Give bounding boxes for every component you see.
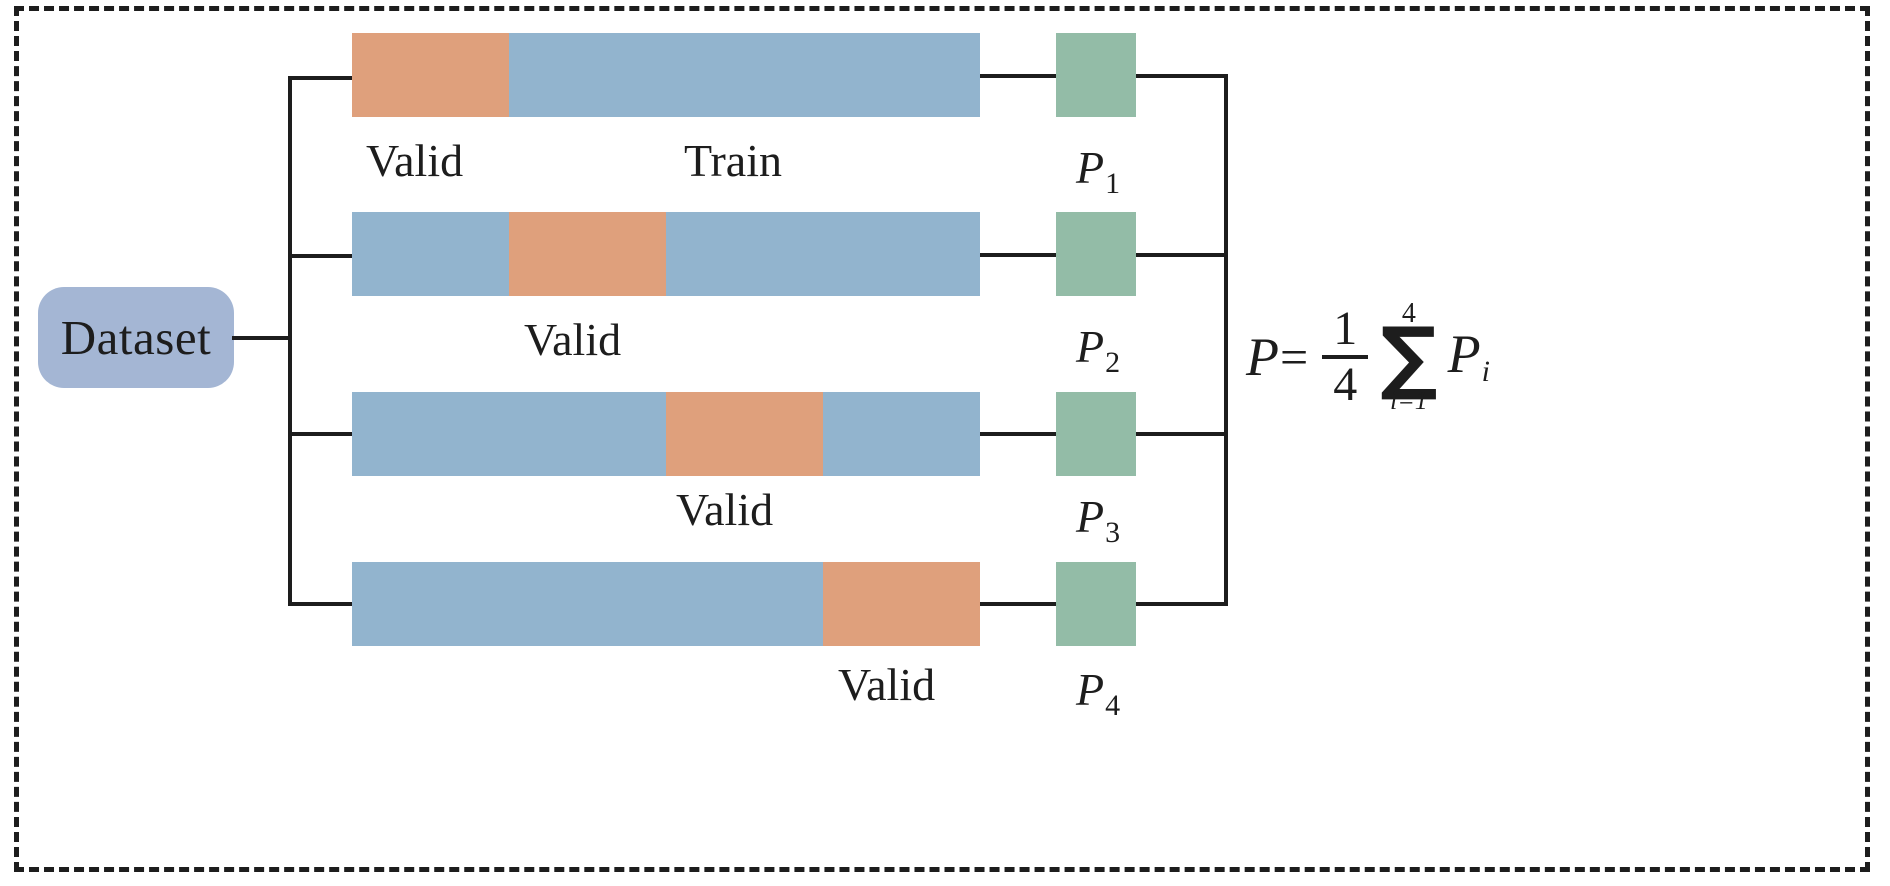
left-branch-fold-2 xyxy=(288,254,354,258)
score-label-subscript: 3 xyxy=(1105,515,1121,549)
score-label: P3 xyxy=(1076,494,1120,548)
left-branch-fold-3 xyxy=(288,432,354,436)
fold-segment-train xyxy=(352,562,823,646)
score-box[interactable] xyxy=(1056,562,1136,646)
left-branch-fold-1 xyxy=(288,76,354,80)
formula-summand-symbol: P xyxy=(1447,323,1481,384)
fold-to-score-connector-1 xyxy=(980,74,1058,78)
fold-segment-train xyxy=(509,33,980,117)
formula-lhs: P xyxy=(1246,326,1279,387)
fold-segment-train xyxy=(352,212,509,296)
dataset-node-label: Dataset xyxy=(60,310,212,365)
formula-summand-subscript: i xyxy=(1481,355,1490,389)
score-label-symbol: P xyxy=(1076,142,1105,193)
formula-summation: 4 ∑ i=1 xyxy=(1380,300,1437,414)
formula-fraction-numerator: 1 xyxy=(1333,301,1358,355)
right-bracket-spine xyxy=(1224,74,1228,606)
formula-summand: Pi xyxy=(1448,327,1490,388)
score-label-symbol: P xyxy=(1076,321,1105,372)
formula-fraction: 1 4 xyxy=(1322,301,1369,411)
score-box[interactable] xyxy=(1056,212,1136,296)
formula-equals-sign: = xyxy=(1280,328,1309,385)
aggregate-formula: P = 1 4 4 ∑ i=1 Pi xyxy=(1246,300,1490,414)
summation-upper-limit: 4 xyxy=(1401,298,1416,329)
score-label-subscript: 2 xyxy=(1105,345,1121,379)
fold-row[interactable] xyxy=(352,562,980,646)
fold-caption-valid: Valid xyxy=(524,314,622,365)
score-box[interactable] xyxy=(1056,33,1136,117)
left-branch-fold-4 xyxy=(288,602,354,606)
dataset-stub-connector xyxy=(232,336,290,340)
summation-lower-limit: i=1 xyxy=(1390,385,1428,415)
score-label-subscript: 4 xyxy=(1105,688,1121,722)
dashed-frame-border xyxy=(14,6,1870,872)
score-box[interactable] xyxy=(1056,392,1136,476)
score-merge-arm-3 xyxy=(1136,432,1228,436)
fold-caption-valid: Valid xyxy=(676,484,774,535)
score-label: P2 xyxy=(1076,324,1120,378)
score-label: P1 xyxy=(1076,145,1120,199)
fold-caption-valid: Valid xyxy=(366,135,464,186)
fold-row[interactable] xyxy=(352,392,980,476)
score-label-subscript: 1 xyxy=(1105,166,1121,200)
formula-fraction-bar xyxy=(1322,354,1369,359)
fold-to-score-connector-2 xyxy=(980,253,1058,257)
fold-to-score-connector-3 xyxy=(980,432,1058,436)
score-label-symbol: P xyxy=(1076,664,1105,715)
score-label: P4 xyxy=(1076,667,1120,721)
formula-fraction-denominator: 4 xyxy=(1333,357,1358,411)
fold-segment-train xyxy=(666,212,980,296)
fold-segment-valid xyxy=(352,33,509,117)
score-merge-arm-2 xyxy=(1136,253,1228,257)
fold-row[interactable] xyxy=(352,212,980,296)
score-label-symbol: P xyxy=(1076,491,1105,542)
fold-to-score-connector-4 xyxy=(980,602,1058,606)
score-merge-arm-4 xyxy=(1136,602,1228,606)
fold-segment-train xyxy=(823,392,980,476)
dataset-node[interactable]: Dataset xyxy=(38,287,234,388)
fold-segment-valid xyxy=(509,212,666,296)
fold-segment-valid xyxy=(823,562,980,646)
fold-segment-valid xyxy=(666,392,823,476)
fold-caption-train: Train xyxy=(684,135,782,186)
left-bracket-spine xyxy=(288,78,292,604)
score-merge-arm-1 xyxy=(1136,74,1228,78)
fold-row[interactable] xyxy=(352,33,980,117)
fold-segment-train xyxy=(352,392,666,476)
sigma-icon: ∑ xyxy=(1380,310,1438,403)
fold-caption-valid: Valid xyxy=(838,659,936,710)
